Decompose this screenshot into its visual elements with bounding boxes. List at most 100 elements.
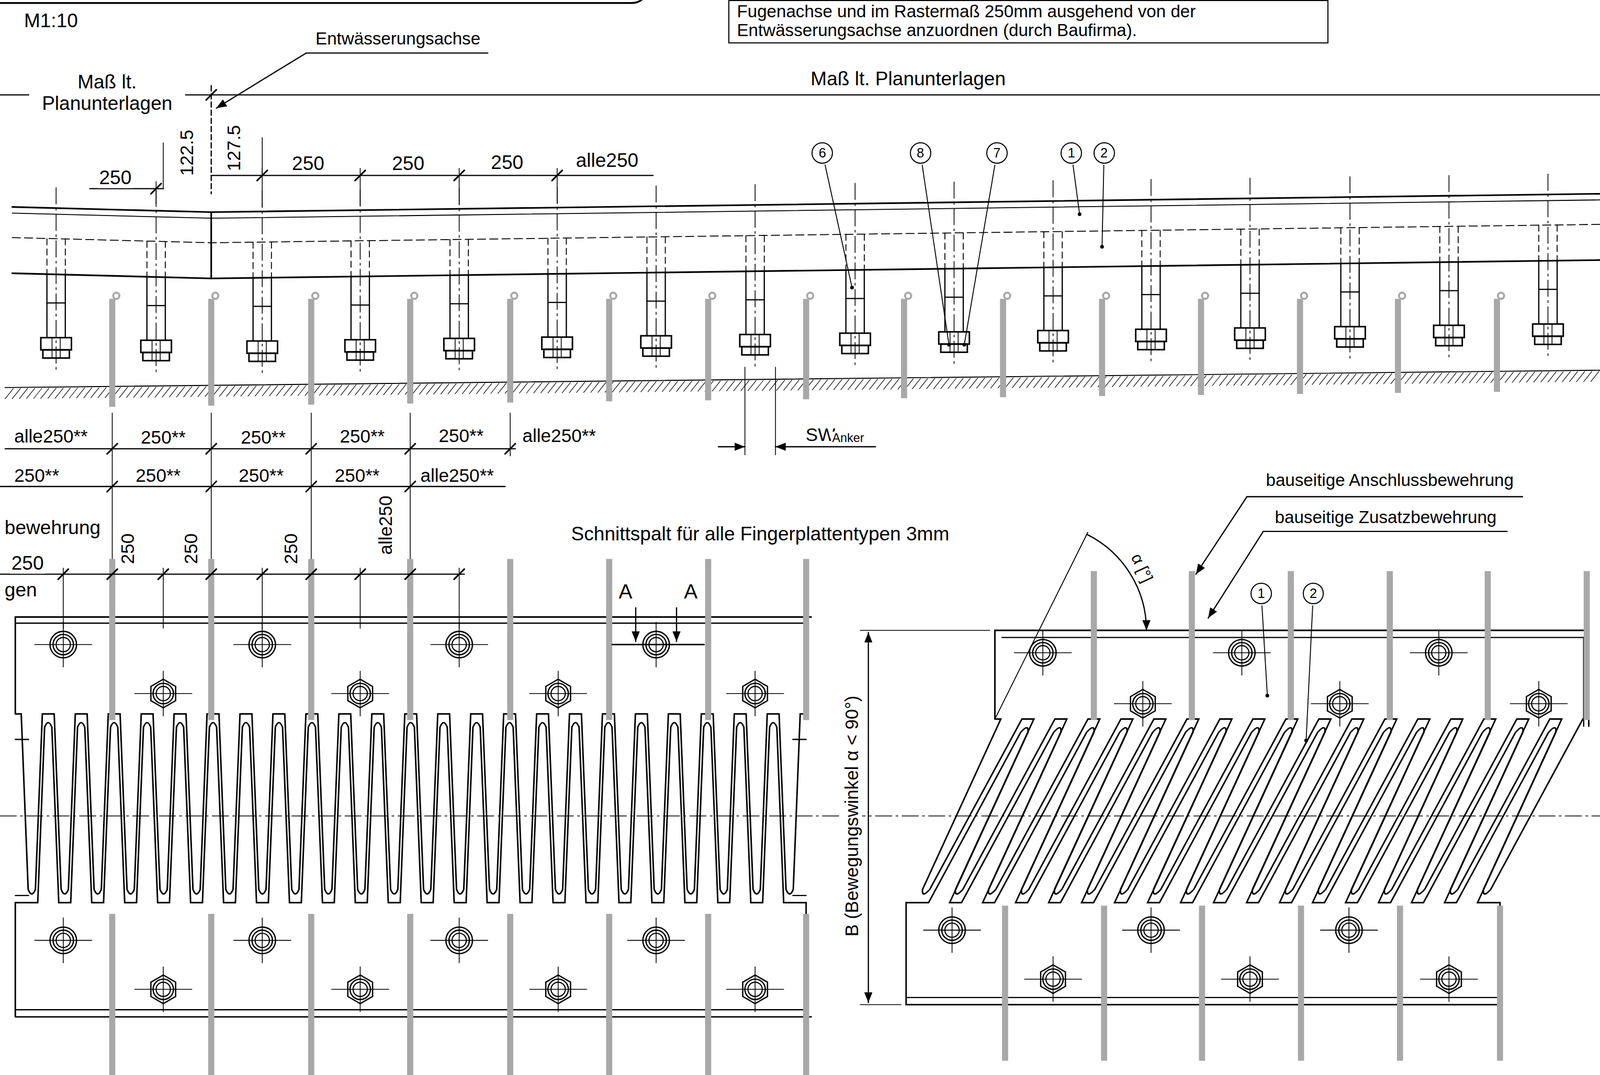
rebar: [999, 298, 1007, 398]
callout-leader: [825, 164, 853, 288]
bolt-hex: [1526, 689, 1551, 719]
anchor-shaft: [1457, 262, 1459, 326]
anchor-nut: [839, 333, 871, 346]
callout-circle: 2: [1093, 142, 1115, 164]
bolt-shaft: [155, 982, 171, 997]
anchor-nut: [1056, 330, 1058, 352]
bolt-shaft: [1441, 972, 1457, 987]
drawing-label: B (Bewegungswinkel α < 90°): [841, 693, 863, 939]
anchor-shaft: [745, 271, 747, 335]
rebar: [1198, 298, 1205, 396]
ground-hatch: [1583, 371, 1593, 382]
anchor-nut: [1048, 330, 1050, 352]
ground-hatch: [840, 379, 850, 390]
ground-hatch: [19, 388, 28, 399]
plate-edge: [905, 902, 907, 1005]
connection-rebar: [506, 558, 514, 720]
connection-rebar: [407, 914, 414, 1075]
rebar-hook: [411, 293, 418, 300]
leader-dot: [962, 342, 966, 347]
ground-hatch: [148, 387, 157, 398]
bolt-axis: [754, 966, 756, 1012]
ground-hatch: [1204, 375, 1214, 386]
bolt-axis: [655, 918, 657, 964]
anchor-hidden: [449, 239, 451, 276]
ground-hatch: [1405, 373, 1414, 384]
ground-hatch: [48, 388, 57, 399]
bolt-shaft: [550, 982, 566, 997]
extension-line: [62, 568, 64, 629]
drawing-label: 250: [9, 552, 46, 574]
anchor-nut: [159, 340, 161, 361]
anchor-nut: [949, 331, 951, 353]
ground-hatch: [826, 379, 836, 390]
dimension-line: [775, 446, 803, 448]
extension-line: [310, 413, 312, 457]
ground-hatch: [1555, 372, 1564, 382]
bolt-axis: [458, 918, 460, 964]
anchor-nut: [40, 337, 72, 350]
extension-line: [261, 137, 263, 176]
ground-hatch: [1019, 377, 1028, 388]
bolt-axis: [261, 622, 263, 668]
anchor-nut: [265, 341, 267, 362]
bolt-washer: [350, 979, 371, 1000]
bolt-hex: [742, 679, 768, 709]
bolt-axis: [1249, 956, 1251, 1002]
rebar: [407, 298, 414, 404]
anchor-nut: [344, 339, 376, 352]
anchor-nut: [958, 331, 960, 353]
anchor-shaft: [271, 277, 273, 342]
ground-hatch: [369, 384, 378, 395]
bolt-shaft: [452, 933, 467, 948]
ground-hatch: [719, 380, 728, 391]
bolt-shaft: [648, 933, 663, 948]
ground-hatch: [441, 384, 450, 394]
ground-hatch: [590, 382, 600, 393]
callout-circle: 7: [986, 142, 1008, 164]
ground-hatch: [954, 378, 964, 389]
bolt-head: [1425, 639, 1453, 667]
ground-line: [5, 370, 1600, 388]
ground-hatch: [626, 381, 635, 392]
rebar: [1493, 298, 1501, 392]
bolt-axis: [754, 671, 756, 717]
bolt-shaft: [1332, 696, 1347, 712]
bolt-shaft: [1035, 645, 1051, 660]
bolt-hex: [1327, 689, 1352, 719]
anchor-washer: [1336, 339, 1364, 348]
anchor-hidden: [64, 238, 66, 275]
bolt-shaft: [1234, 645, 1249, 660]
ground-hatch: [790, 380, 799, 391]
ground-hatch: [1483, 372, 1493, 383]
anchor-nut: [257, 341, 259, 362]
anchor-hidden: [1141, 230, 1143, 266]
rebar: [1394, 298, 1402, 393]
ground-hatch: [869, 379, 878, 390]
ground-hatch: [91, 387, 100, 398]
ground-hatch: [712, 380, 721, 391]
callout-leader: [1305, 605, 1313, 741]
extension-line: [744, 367, 746, 456]
drawing-label: A: [616, 580, 634, 603]
anchor-nut: [560, 336, 562, 358]
bolt-axis: [1538, 681, 1540, 727]
ground-hatch: [812, 379, 821, 390]
ground-hatch: [1412, 373, 1421, 384]
anchor-hidden: [164, 241, 166, 277]
extension-line: [359, 568, 362, 629]
ground-hatch: [119, 387, 128, 398]
bolt-hex: [545, 975, 571, 1005]
bolt-axis: [1448, 956, 1450, 1002]
callout-circle: 6: [811, 142, 833, 164]
plate-edge: [15, 895, 29, 897]
extension-line: [111, 456, 114, 560]
drawing-label: 250: [489, 151, 525, 174]
drawing-label: 250**: [337, 426, 387, 447]
anchor-shaft: [253, 305, 272, 307]
ground-hatch: [326, 385, 335, 396]
ground-hatch: [1126, 376, 1135, 387]
ground-hatch: [419, 384, 428, 394]
ground-hatch: [176, 386, 185, 397]
